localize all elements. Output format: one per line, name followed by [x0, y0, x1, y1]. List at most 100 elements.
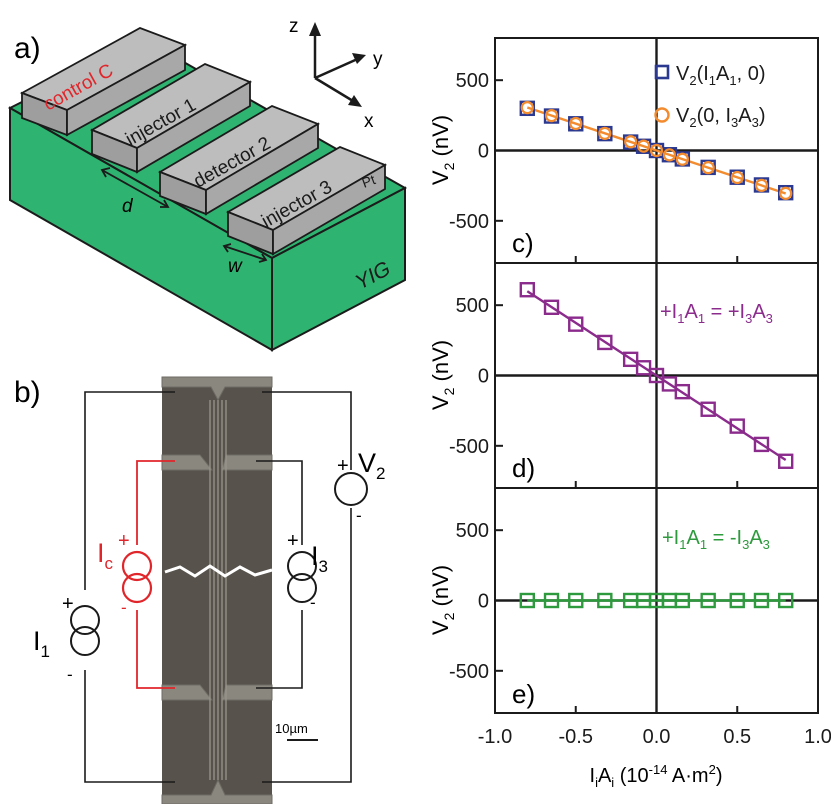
current-source-i1 — [70, 605, 100, 656]
point-c-s1-1 — [544, 109, 559, 123]
axis-z-label: z — [289, 16, 299, 37]
current-source-ic — [121, 550, 153, 604]
point-c-s1-6 — [649, 143, 664, 158]
ylabel-c: V2 (nV) — [428, 115, 457, 185]
point-d-s0-8 — [674, 383, 691, 400]
point-e-s0-9 — [700, 592, 716, 609]
panel-label-a: a) — [14, 32, 41, 65]
ytick-label-e--500: -500 — [449, 661, 489, 683]
point-d-s0-0 — [519, 282, 535, 298]
minus-v2: - — [356, 506, 362, 525]
label-i1: I1 — [33, 626, 50, 661]
point-e-s0-8 — [674, 592, 691, 609]
ytick-label-e-500: 500 — [456, 520, 489, 542]
point-e-s0-10 — [729, 592, 745, 609]
pt-label: Pt — [360, 171, 378, 191]
plus-v2: + — [337, 455, 349, 477]
point-d-s0-2 — [568, 316, 584, 332]
axis-triad — [309, 22, 366, 107]
dimension-d — [100, 167, 170, 208]
micrograph-electrodes — [161, 376, 273, 804]
annotation-e: +I1A1 = -I3A3 — [662, 527, 770, 552]
label-ic: Ic — [97, 538, 114, 573]
point-c-s1-3 — [598, 126, 612, 140]
ytick-label-c-0: 0 — [478, 141, 489, 163]
dimension-d-label: d — [122, 196, 134, 217]
point-d-s0-10 — [729, 418, 745, 434]
point-c-s1-11 — [754, 178, 769, 192]
point-d-s0-4 — [622, 351, 639, 368]
label-v2: V2 — [358, 448, 385, 483]
voltmeter-v2 — [334, 472, 368, 506]
break-line — [164, 564, 273, 578]
point-e-s0-0 — [519, 592, 535, 609]
axis-x-label: x — [364, 111, 374, 132]
ytick-label-e-0: 0 — [478, 591, 489, 613]
xlabel-e: IiAi (10-14 A·m2) — [590, 762, 723, 790]
point-d-s0-5 — [635, 360, 652, 376]
legend-c-marker-square — [654, 64, 670, 80]
point-c-s1-9 — [701, 161, 715, 175]
ylabel-e: V2 (nV) — [428, 565, 457, 635]
legend-c-marker-circle — [654, 107, 670, 123]
point-d-s0-11 — [753, 436, 770, 453]
minus-i1: - — [67, 665, 73, 684]
xtick-label-e-1: -0.5 — [559, 726, 593, 748]
point-e-s0-2 — [568, 592, 584, 609]
point-d-s0-3 — [597, 334, 613, 351]
chart-c: 500 0 -500 — [449, 38, 819, 263]
point-c-s1-8 — [675, 152, 689, 166]
plus-ic: + — [118, 530, 130, 552]
xtick-label-e-0: -1.0 — [478, 726, 512, 748]
panel-label-e: e) — [512, 679, 535, 709]
ytick-label-c-500: 500 — [456, 70, 489, 92]
point-e-s0-1 — [543, 592, 560, 609]
point-c-s1-2 — [569, 116, 583, 131]
point-c-s1-5 — [636, 139, 651, 153]
point-e-s0-3 — [597, 592, 613, 609]
plus-i3: + — [287, 530, 299, 552]
legend-c-label-1: V2(I1A1, 0) — [676, 63, 766, 88]
wires-i3 — [256, 460, 303, 689]
point-c-s1-7 — [662, 148, 677, 162]
panel-label-b: b) — [14, 376, 41, 409]
point-c-s1-10 — [730, 170, 744, 185]
xtick-label-e-3: 0.5 — [723, 726, 751, 748]
wires-outer — [84, 391, 352, 783]
point-e-s0-11 — [753, 592, 770, 609]
current-source-i3 — [287, 551, 317, 603]
strip-detector-2 — [157, 105, 321, 216]
dimension-w — [222, 243, 268, 263]
point-c-s1-12 — [779, 186, 793, 200]
panel-label-d: d) — [512, 453, 535, 483]
ytick-label-d--500: -500 — [449, 436, 489, 458]
wires-control — [136, 460, 175, 689]
panel-b: b) 10µm — [14, 376, 385, 804]
yig-right-face — [271, 186, 406, 352]
minus-i3: - — [310, 593, 316, 612]
strip-control — [19, 27, 188, 137]
point-e-s0-12 — [778, 592, 794, 609]
point-d-s0-7 — [661, 376, 678, 392]
ytick-label-d-500: 500 — [456, 295, 489, 317]
point-d-s0-1 — [543, 299, 560, 315]
plus-i1: + — [62, 593, 74, 615]
xtick-label-e-4: 1.0 — [804, 726, 831, 748]
scalebar-label: 10µm — [275, 721, 308, 736]
point-d-s0-9 — [700, 401, 716, 417]
micrograph-strips — [209, 400, 227, 780]
panel-a: a) control C injector 1 detecto — [7, 16, 408, 352]
panel-label-c: c) — [512, 228, 534, 258]
point-d-s0-6 — [648, 367, 665, 384]
ytick-label-c--500: -500 — [449, 211, 489, 233]
ytick-label-d-0: 0 — [478, 366, 489, 388]
strip-injector-1 — [89, 63, 253, 174]
point-c-s1-4 — [624, 135, 638, 149]
annotation-d: +I1A1 = +I3A3 — [660, 301, 773, 326]
minus-ic: - — [121, 598, 127, 617]
legend-c: V2(I1A1, 0) V2(0, I3A3) — [654, 63, 766, 130]
strip-injector-3 — [225, 146, 388, 256]
